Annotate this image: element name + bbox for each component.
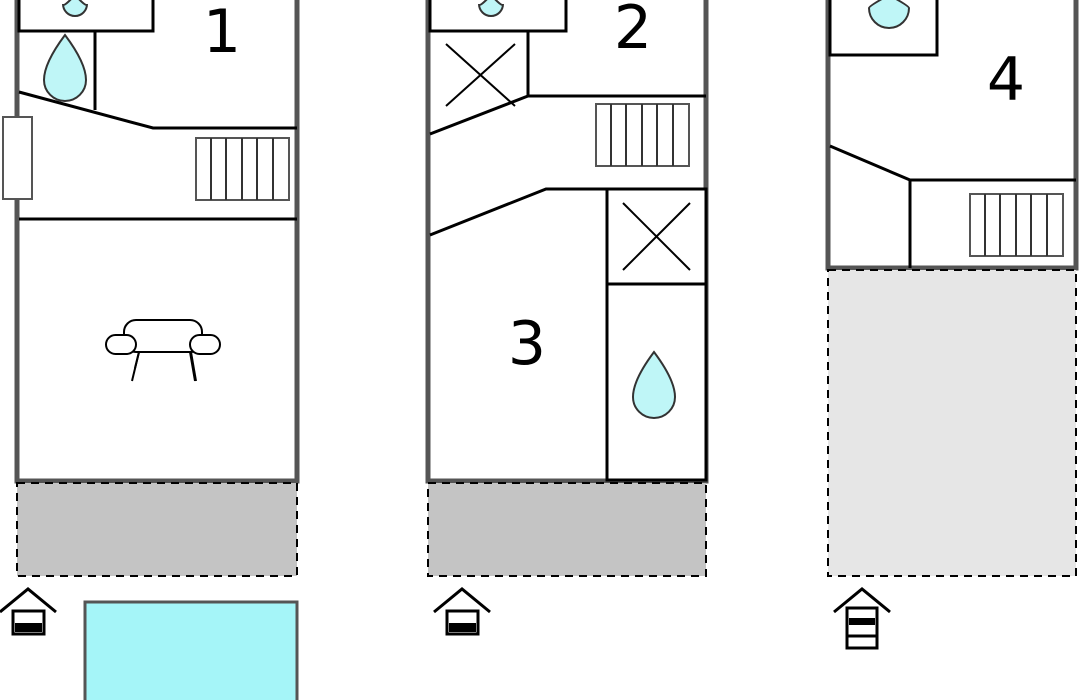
terrace <box>16 482 298 577</box>
terrace <box>427 482 707 577</box>
bathroom-box <box>428 0 568 33</box>
floor-plan-left: 1 <box>0 0 300 700</box>
terrace <box>827 269 1077 577</box>
floor-plan-right: 4 <box>825 0 1079 650</box>
shower-drop-icon <box>631 350 677 419</box>
window-icon <box>2 116 33 200</box>
shower-drop-icon <box>478 0 504 17</box>
entrance-house-icon <box>0 587 57 636</box>
entrance-house-icon <box>433 587 491 636</box>
stairs-icon <box>195 137 290 201</box>
bed-cross-icon <box>445 43 516 107</box>
room-number-3: 3 <box>508 309 546 379</box>
sofa-icon <box>105 319 221 382</box>
stairs-icon <box>969 193 1064 257</box>
floor-plan-middle: 2 3 <box>425 0 709 636</box>
room-number-1: 1 <box>203 0 241 67</box>
shower-drop-icon <box>867 0 911 29</box>
entrance-house-icon <box>833 587 891 650</box>
shower-drop-icon <box>42 33 88 102</box>
bed-cross-icon <box>622 202 691 271</box>
partition-wall <box>18 90 297 130</box>
room-number-4: 4 <box>987 45 1025 115</box>
partition-wall <box>429 94 706 136</box>
room-number-2: 2 <box>614 0 652 63</box>
shower-drop-icon <box>62 0 88 17</box>
stairs-icon <box>595 103 690 167</box>
pool-icon <box>83 600 299 700</box>
